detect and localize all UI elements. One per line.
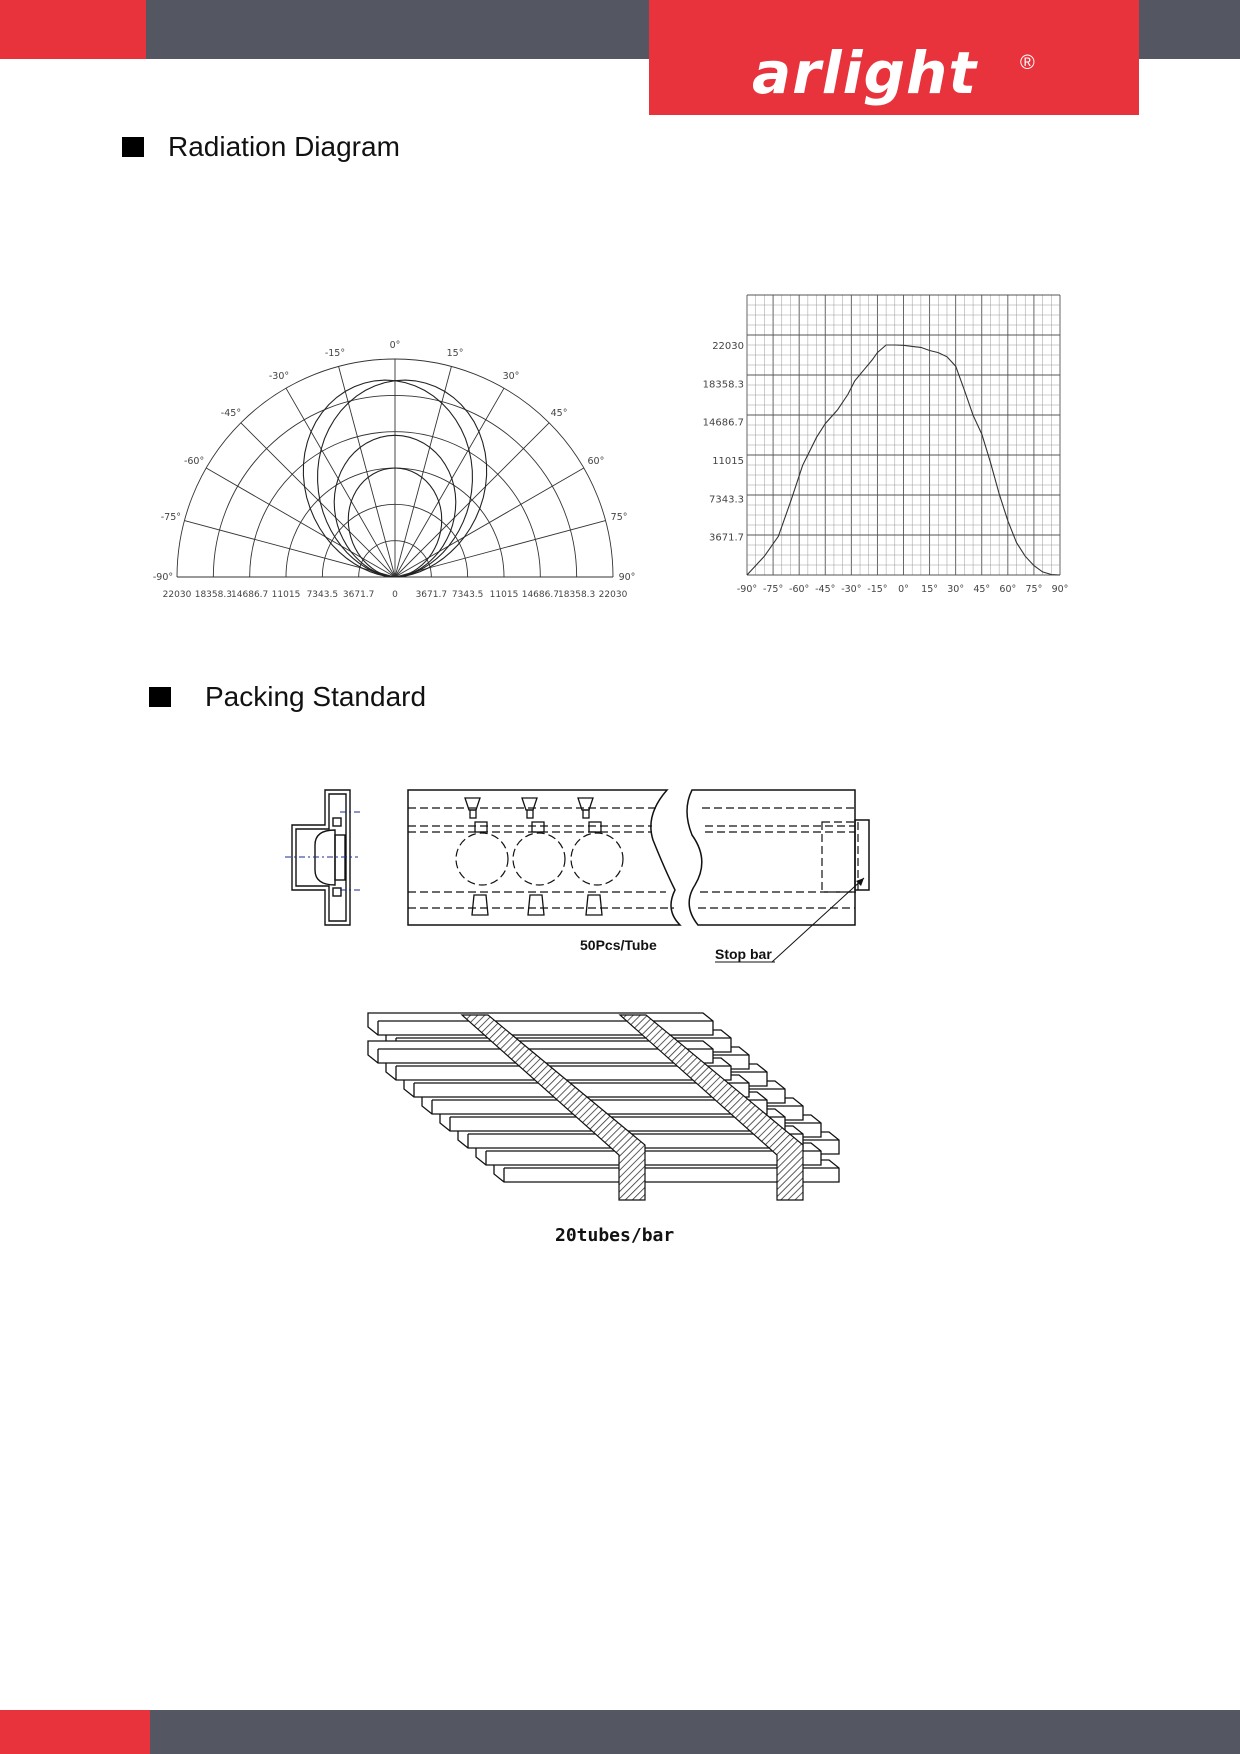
polar-radial-label: 22030: [599, 590, 628, 600]
polar-spoke: [394, 422, 550, 578]
polar-radial-label: 11015: [490, 590, 519, 600]
x-tick-label: 15°: [921, 584, 938, 595]
y-tick-label: 22030: [712, 341, 744, 352]
x-tick-label: 30°: [947, 584, 964, 595]
x-tick-label: 45°: [973, 584, 990, 595]
polar-radial-label: 18358.3: [558, 590, 595, 600]
polar-angle-label: -90°: [153, 572, 173, 583]
x-tick-label: 60°: [999, 584, 1016, 595]
polar-radial-label: 3671.7: [343, 590, 375, 600]
bullet-square-icon: [149, 687, 171, 707]
polar-radial-label: 22030: [163, 590, 192, 600]
x-tick-label: -90°: [737, 584, 757, 595]
footer-red-band: [0, 1710, 150, 1754]
header-red-band: [0, 0, 146, 59]
polar-spoke: [240, 422, 396, 578]
polar-angle-label: 75°: [611, 512, 628, 523]
polar-spoke: [184, 520, 396, 578]
section-title-radiation: Radiation Diagram: [168, 131, 400, 162]
series-line: [746, 344, 1061, 576]
polar-angle-label: 0°: [390, 340, 401, 351]
x-tick-label: -75°: [763, 584, 783, 595]
stop-bar-pointer: [771, 877, 865, 963]
x-tick-label: 90°: [1052, 584, 1069, 595]
polar-angle-label: -75°: [161, 512, 181, 523]
polar-angle-label: 60°: [587, 456, 604, 467]
x-tick-label: -45°: [815, 584, 835, 595]
footer-gray-band: [150, 1710, 1240, 1754]
polar-angle-label: 90°: [619, 572, 636, 583]
polar-angle-label: -45°: [221, 408, 241, 419]
tube-bundle-drawing: 20tubes/bar: [367, 1012, 840, 1246]
polar-radial-label: 18358.3: [195, 590, 232, 600]
x-tick-label: 75°: [1025, 584, 1042, 595]
y-tick-label: 3671.7: [709, 533, 744, 544]
polar-radial-label: 7343.5: [452, 590, 484, 600]
strap-right: [618, 1014, 804, 1201]
tube-quantity-label: 50Pcs/Tube: [580, 937, 657, 953]
stop-bar-label: Stop bar: [715, 946, 772, 962]
polar-radial-label: 7343.5: [307, 590, 339, 600]
polar-pattern-curve: [317, 379, 488, 578]
polar-radial-label: 14686.7: [522, 590, 559, 600]
y-tick-label: 11015: [712, 456, 744, 467]
tube-packing-drawing: 50Pcs/Tube Stop bar: [285, 789, 870, 963]
polar-angle-label: 45°: [551, 408, 568, 419]
polar-radial-label: 11015: [272, 590, 301, 600]
tube-body: [407, 789, 870, 926]
registered-mark: ®: [1020, 52, 1035, 74]
polar-radial-label: 14686.7: [231, 590, 268, 600]
y-tick-label: 7343.3: [709, 494, 744, 505]
polar-spoke: [205, 467, 396, 578]
polar-radial-label: 3671.7: [416, 590, 448, 600]
polar-angle-label: -30°: [269, 371, 289, 382]
bullet-square-icon: [122, 137, 144, 157]
polar-angle-label: 15°: [447, 348, 464, 359]
polar-angle-label: -15°: [325, 348, 345, 359]
bundle-quantity-label: 20tubes/bar: [555, 1225, 674, 1246]
x-tick-label: -60°: [789, 584, 809, 595]
polar-spoke: [394, 520, 606, 578]
polar-pattern-curve: [333, 434, 457, 578]
polar-spoke: [394, 467, 585, 578]
y-tick-label: 18358.3: [703, 379, 744, 390]
section-title-packing: Packing Standard: [205, 681, 427, 712]
polar-radiation-diagram: -90° -75° -60° -45° -30° -15° 0° 15° 30° 45° 60° 75…: [153, 340, 636, 600]
polar-spoke: [285, 387, 396, 578]
strap-left: [460, 1014, 646, 1201]
brand-logo: arlight: [752, 39, 978, 107]
x-tick-label: 0°: [898, 584, 909, 595]
polar-angle-label: 30°: [503, 371, 520, 382]
polar-angle-label: -60°: [184, 456, 204, 467]
bundle-tube: [367, 1040, 714, 1064]
y-tick-label: 14686.7: [703, 418, 744, 429]
x-tick-label: -30°: [841, 584, 861, 595]
polar-radial-label: 0: [392, 590, 398, 600]
polar-pattern-curve: [347, 467, 443, 578]
polar-spoke: [394, 387, 505, 578]
intensity-line-chart: 22030 18358.3 14686.7 11015 7343.3 3671.7 -90…: [703, 294, 1069, 595]
logo-box: [649, 0, 1139, 115]
polar-spoke: [394, 366, 452, 578]
polar-spoke: [338, 366, 396, 578]
x-tick-label: -15°: [867, 584, 887, 595]
